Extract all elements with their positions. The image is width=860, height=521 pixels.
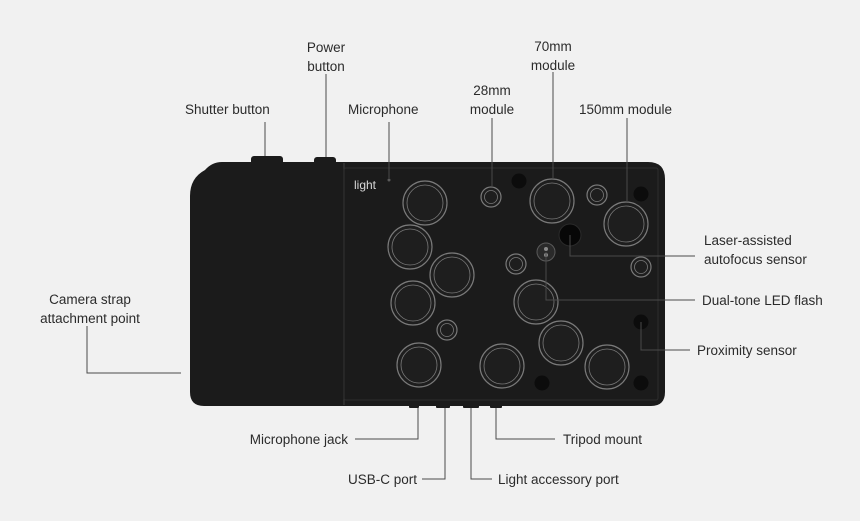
label-accessory-port: Light accessory port: [498, 472, 619, 487]
lens-module-150mm: [603, 201, 649, 247]
sensor-dot: [511, 173, 527, 189]
small-lens-modules: [436, 184, 652, 341]
lens-module-small: [436, 319, 458, 341]
sensor-dots: [511, 173, 649, 391]
lens-module-70mm: [529, 178, 575, 224]
sensor-dot: [633, 375, 649, 391]
bottom-ports: [409, 404, 502, 408]
usbc-leader: [422, 408, 446, 480]
laser-af-leader: [569, 235, 695, 257]
label-strap-line1: Camera strap: [49, 292, 131, 307]
label-laser-af: Laser-assisted autofocus sensor: [704, 231, 807, 269]
lens-module: [513, 279, 559, 325]
led-flash-leader: [545, 252, 695, 301]
label-microphone: Microphone: [348, 102, 419, 117]
leader-lines: [86, 72, 695, 480]
label-laser-af-line2: autofocus sensor: [704, 252, 807, 267]
brand-logo: light: [354, 178, 377, 192]
lens-module: [538, 320, 584, 366]
tripod-leader: [495, 408, 555, 440]
mic-jack-leader: [355, 408, 419, 440]
tripod-shape: [490, 404, 502, 408]
label-tripod-mount: Tripod mount: [563, 432, 643, 447]
label-150mm-module: 150mm module: [579, 102, 673, 117]
label-led-flash: Dual-tone LED flash: [702, 293, 823, 308]
lens-module: [479, 343, 525, 389]
accessory-port-shape: [463, 404, 479, 408]
label-28mm-line1: 28mm: [473, 83, 511, 98]
label-power-line2: button: [307, 59, 345, 74]
lens-module-small: [586, 184, 608, 206]
lens-module-small: [505, 253, 527, 275]
lens-panel: [343, 167, 659, 401]
label-28mm-line2: module: [469, 102, 515, 117]
strap-leader: [86, 326, 181, 374]
label-28mm-module: 28mm module: [462, 81, 522, 119]
label-power-button: Power button: [296, 38, 356, 76]
proximity-leader: [640, 322, 690, 351]
lens-module: [396, 342, 442, 388]
sensor-dot: [633, 186, 649, 202]
label-strap-line2: attachment point: [40, 311, 140, 326]
lens-module-small: [630, 256, 652, 278]
usbc-shape: [436, 404, 450, 408]
label-laser-af-line1: Laser-assisted: [704, 233, 792, 248]
lens-module-28mm: [480, 186, 502, 208]
label-power-line1: Power: [306, 40, 346, 55]
lens-module: [584, 344, 630, 390]
label-70mm-module: 70mm module: [523, 37, 583, 75]
label-shutter-button: Shutter button: [185, 102, 270, 117]
mic-jack-shape: [409, 404, 419, 408]
lens-module: [390, 280, 436, 326]
label-proximity-sensor: Proximity sensor: [697, 343, 797, 358]
microphone-hole: [387, 178, 391, 182]
lens-module: [429, 252, 475, 298]
label-70mm-line1: 70mm: [534, 39, 572, 54]
sensor-dot: [534, 375, 550, 391]
lens-modules: [387, 178, 649, 390]
label-microphone-jack: Microphone jack: [249, 432, 348, 447]
label-usbc-port: USB-C port: [347, 472, 417, 487]
label-70mm-line2: module: [530, 58, 576, 73]
accessory-leader: [470, 408, 492, 480]
lens-module: [387, 224, 433, 270]
lens-module: [402, 180, 448, 226]
label-camera-strap: Camera strap attachment point: [30, 290, 150, 328]
